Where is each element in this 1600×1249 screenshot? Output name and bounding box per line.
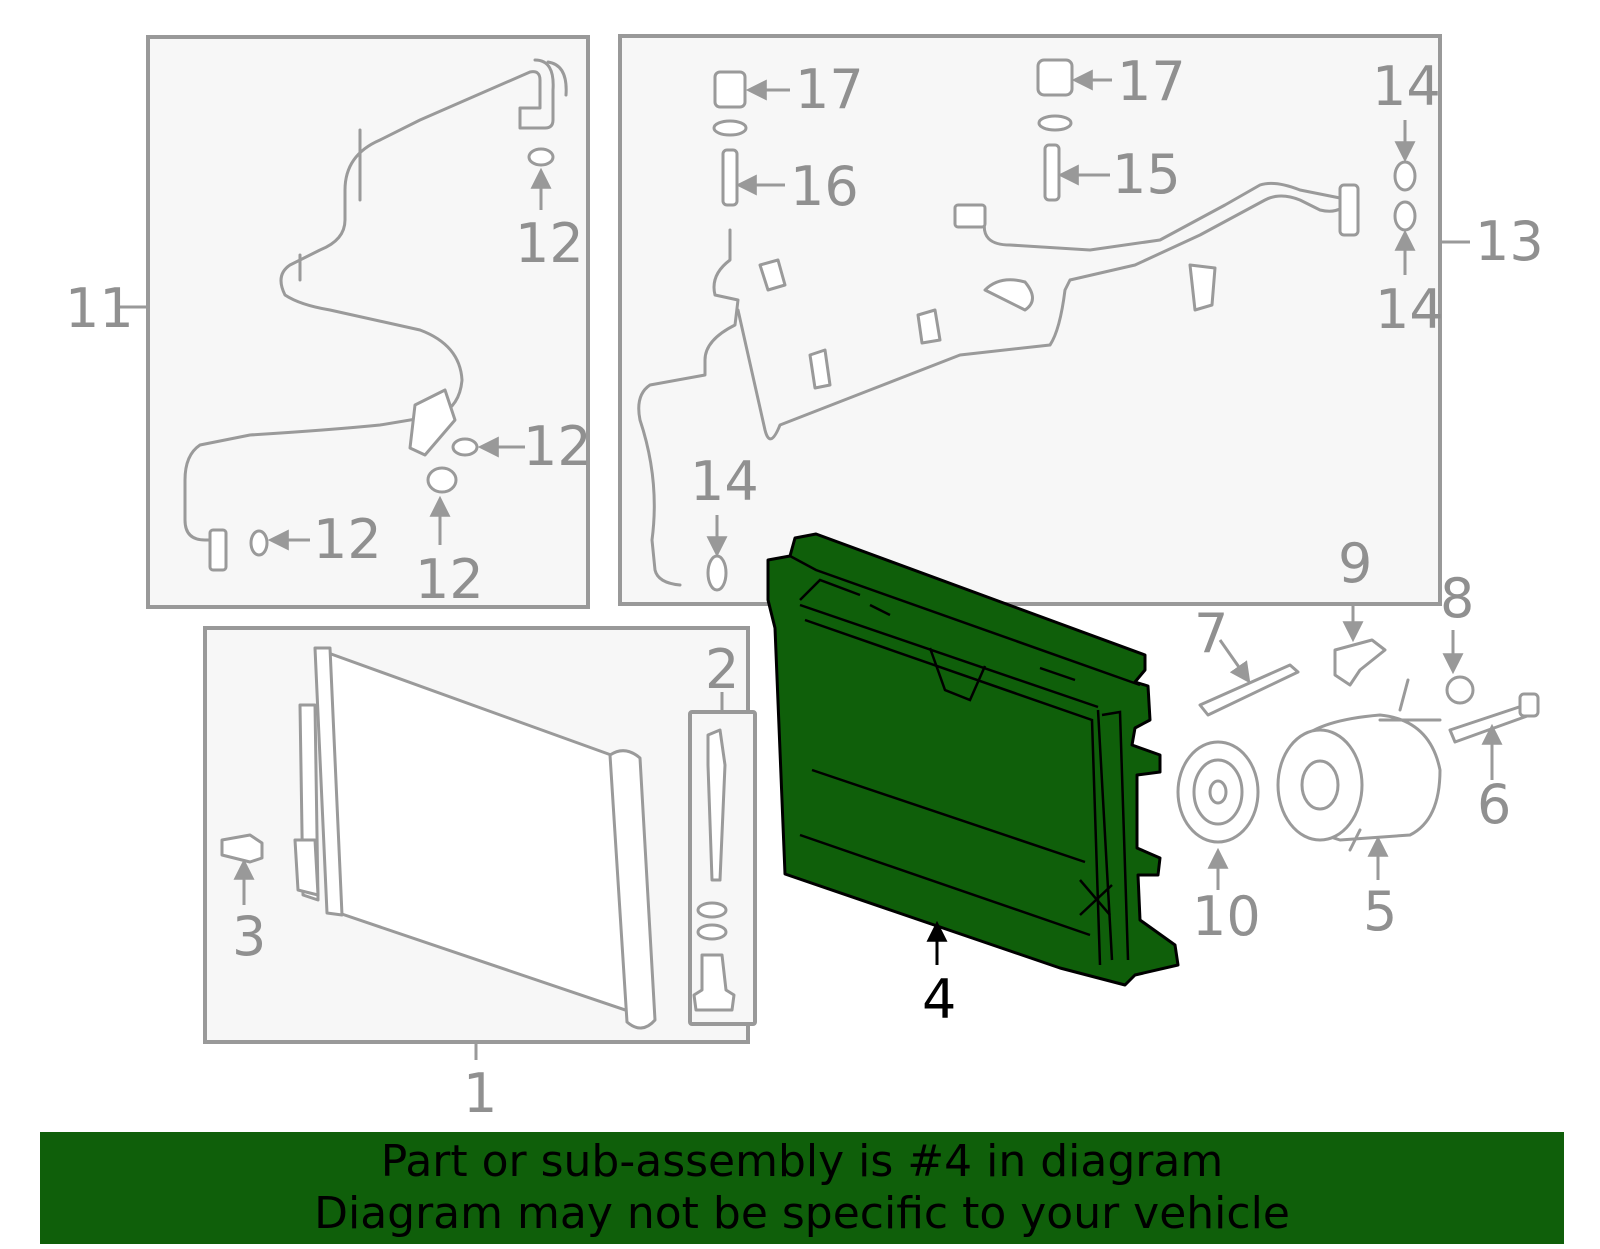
footer-line-2: Diagram may not be specific to your vehi… — [314, 1188, 1290, 1239]
callout-14-a: 14 — [1372, 55, 1441, 118]
part-4-highlighted-frame[interactable]: 4 — [766, 532, 1180, 1031]
callout-12-d: 12 — [313, 508, 382, 571]
compressor-group: 7 9 8 6 10 5 — [1176, 532, 1540, 948]
callout-7: 7 — [1194, 602, 1228, 665]
callout-17-b: 17 — [1117, 50, 1186, 113]
callout-15: 15 — [1112, 143, 1181, 206]
callout-13: 13 — [1475, 210, 1544, 273]
callout-14-c: 14 — [690, 450, 759, 513]
callout-11: 11 — [65, 277, 134, 340]
callout-10: 10 — [1192, 885, 1261, 948]
callout-12-a: 12 — [515, 212, 584, 275]
callout-8: 8 — [1440, 567, 1474, 630]
liquid-line-box-13: 17 17 16 15 14 14 14 13 — [618, 34, 1544, 606]
callout-14-b: 14 — [1375, 278, 1444, 341]
callout-12-c: 12 — [415, 548, 484, 611]
callout-5: 5 — [1363, 880, 1397, 943]
callout-3: 3 — [232, 905, 266, 968]
callout-17-a: 17 — [795, 58, 864, 121]
callout-12-b: 12 — [523, 415, 592, 478]
hose-assembly-box-11: 11 12 12 12 12 — [65, 35, 592, 611]
callout-1: 1 — [463, 1062, 497, 1125]
callout-16: 16 — [790, 155, 859, 218]
callout-4: 4 — [922, 968, 956, 1031]
footer-banner: Part or sub-assembly is #4 in diagram Di… — [40, 1132, 1564, 1244]
callout-9: 9 — [1338, 532, 1372, 595]
callout-6: 6 — [1477, 773, 1511, 836]
condenser-box-1: 2 3 1 — [203, 626, 757, 1125]
callout-2: 2 — [705, 638, 739, 701]
footer-line-1: Part or sub-assembly is #4 in diagram — [380, 1136, 1224, 1187]
